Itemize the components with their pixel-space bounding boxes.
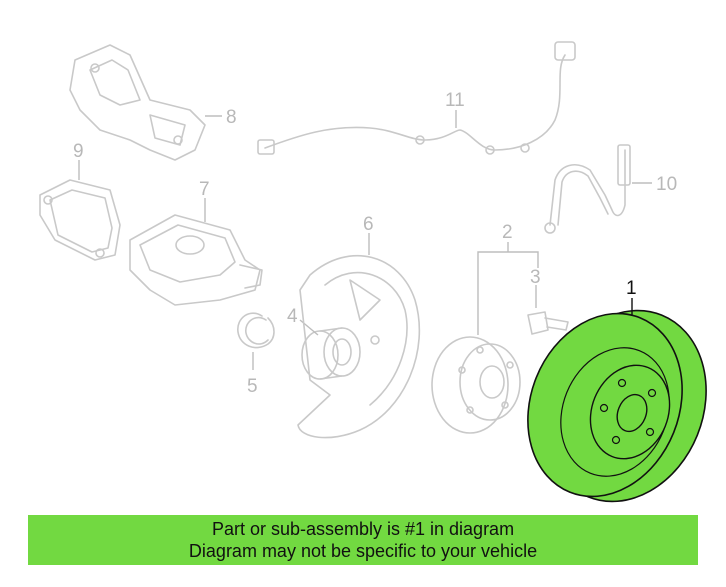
callout-4: 4 [287,306,298,327]
callout-2: 2 [502,222,513,243]
banner-line-disclaimer: Diagram may not be specific to your vehi… [188,541,538,561]
callout-5: 5 [247,376,258,397]
info-banner: Part or sub-assembly is #1 in diagram Di… [28,515,698,565]
brake-rotor-part[interactable] [501,286,726,515]
brake-pads-part[interactable] [39,179,121,261]
callout-3: 3 [530,267,541,288]
splash-shield-part[interactable] [297,254,421,439]
wheel-stud-part[interactable] [527,311,569,335]
wheel-hub-part[interactable] [431,336,521,434]
wheel-bearing-part[interactable] [301,327,361,380]
caliper-bracket-part[interactable] [69,44,206,161]
brake-hose-part[interactable] [544,144,631,234]
banner-line-part-number: Part or sub-assembly is #1 in diagram [211,519,515,539]
brake-caliper-part[interactable] [129,214,263,306]
abs-sensor-harness-part[interactable] [257,41,576,155]
callout-11: 11 [445,90,465,111]
callout-6: 6 [363,214,374,235]
callout-7: 7 [199,179,210,200]
callout-9: 9 [73,141,84,162]
callout-10: 10 [656,174,677,195]
retaining-clip-part[interactable] [237,312,275,349]
callout-1: 1 [626,278,637,299]
callout-8: 8 [226,107,237,128]
parts-diagram: 8 9 7 5 4 6 [39,41,726,515]
